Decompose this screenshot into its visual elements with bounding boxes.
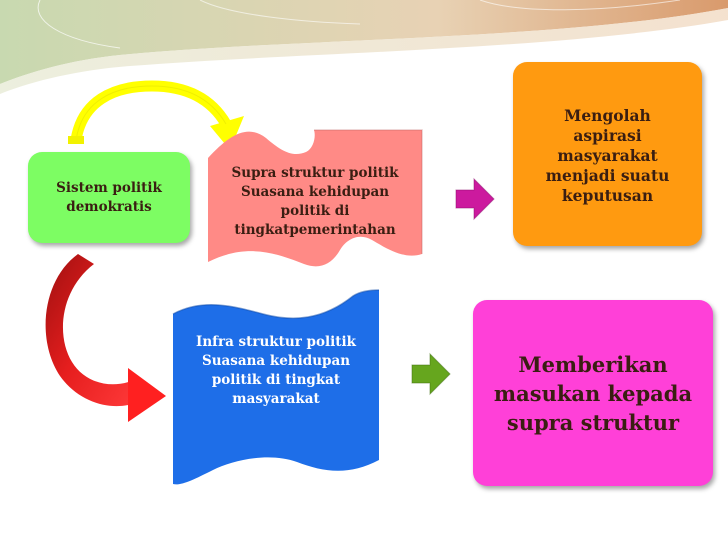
curved-arrow-red bbox=[45, 254, 166, 422]
arrow-right-magenta bbox=[455, 177, 495, 221]
mengolah-aspirasi-box: Mengolah aspirasi masyarakat menjadi sua… bbox=[513, 62, 702, 246]
supra-struktur-banner: Supra struktur politik Suasana kehidupan… bbox=[208, 128, 423, 270]
curved-arrow-yellow bbox=[68, 80, 244, 150]
supra-struktur-text: Supra struktur politik Suasana kehidupan… bbox=[231, 165, 399, 238]
infra-struktur-banner: Infra struktur politik Suasana kehidupan… bbox=[172, 289, 380, 486]
memberikan-masukan-box: Memberikan masukan kepada supra struktur bbox=[473, 300, 713, 486]
infra-struktur-text: Infra struktur politik Suasana kehidupan… bbox=[196, 334, 356, 407]
sistem-politik-box: Sistem politik demokratis bbox=[28, 152, 190, 243]
header-banner bbox=[0, 0, 728, 94]
arrow-right-green bbox=[411, 352, 451, 396]
